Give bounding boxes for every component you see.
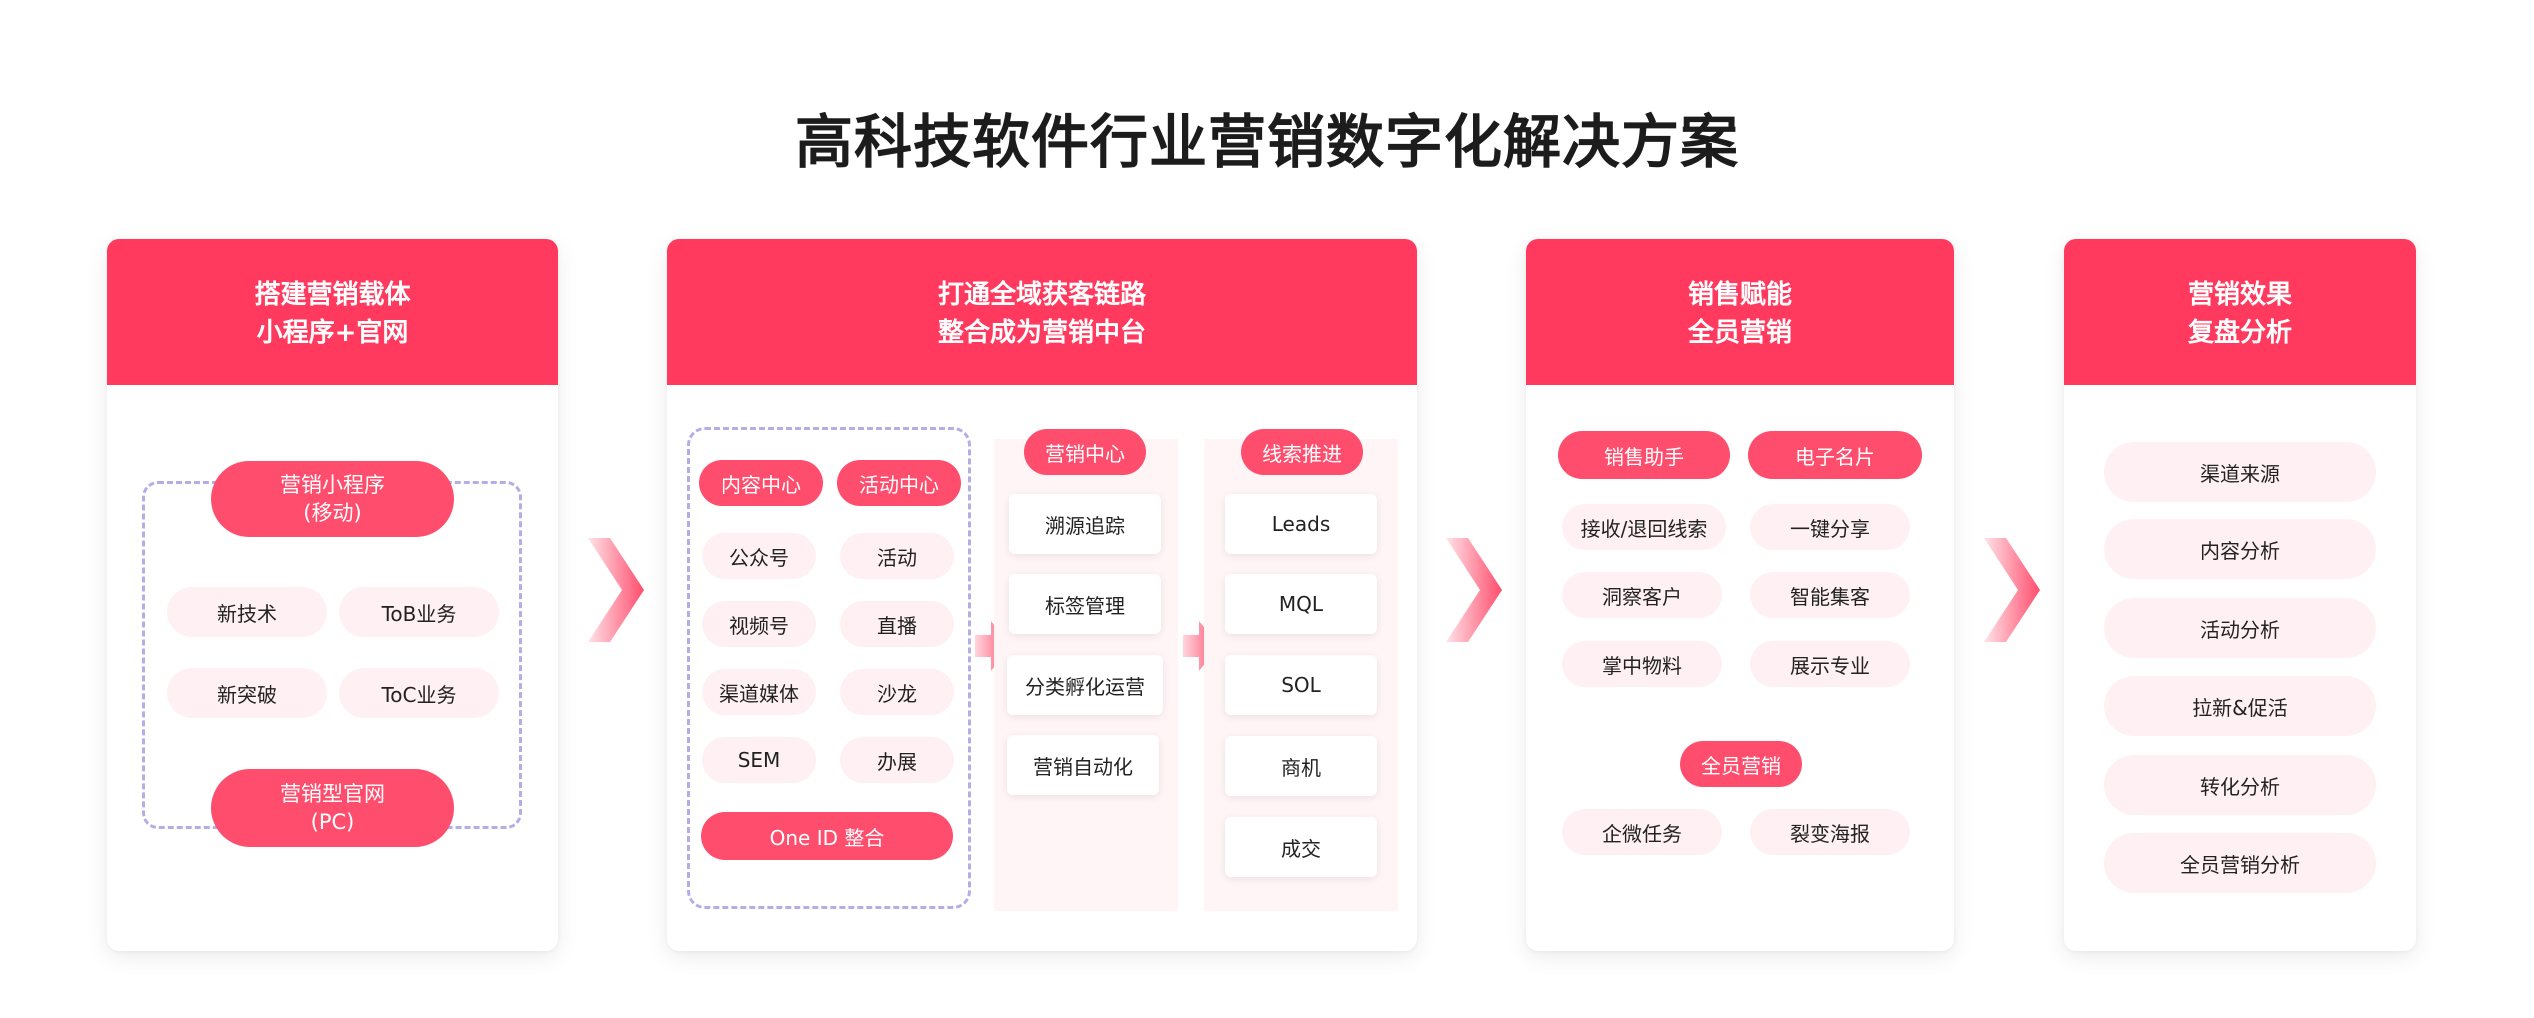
card-sales: 销售赋能 全员营销 销售助手 电子名片 接收/退回线索 一键分享 洞察客户 智能… [1526, 239, 1954, 951]
website-pill[interactable]: 营销型官网 (PC) [211, 769, 454, 847]
assistant-item: 掌中物料 [1562, 641, 1722, 687]
pill-line: 营销小程序 [280, 473, 385, 497]
tag-pill: 新技术 [167, 587, 327, 637]
pill-line: 营销型官网 [280, 782, 385, 806]
sales-assistant-pill[interactable]: 销售助手 [1558, 431, 1730, 479]
card-header: 搭建营销载体 小程序+官网 [107, 239, 558, 385]
tag-pill: 新突破 [167, 668, 327, 718]
marketing-item: 分类孵化运营 [1007, 655, 1163, 715]
card-item: 智能集客 [1750, 572, 1910, 618]
lead-item: 商机 [1225, 736, 1377, 796]
content-item: SEM [702, 737, 816, 783]
activity-item: 直播 [840, 601, 954, 647]
header-line: 小程序+官网 [256, 318, 409, 348]
business-card-pill[interactable]: 电子名片 [1748, 431, 1922, 479]
header-line: 营销效果 [2187, 280, 2292, 310]
marketing-center-pill[interactable]: 营销中心 [1024, 429, 1146, 475]
analysis-item: 拉新&促活 [2104, 676, 2376, 736]
activity-center-pill[interactable]: 活动中心 [837, 460, 961, 506]
marketing-item: 营销自动化 [1007, 735, 1159, 795]
all-staff-pill[interactable]: 全员营销 [1680, 741, 1802, 787]
chevron-right-arrow-icon [588, 538, 644, 642]
card-channel: 打通全域获客链路 整合成为营销中台 内容中心 活动中心 公众号 活动 视频号 直… [667, 239, 1417, 951]
content-item: 视频号 [702, 601, 816, 647]
card-item: 展示专业 [1750, 641, 1910, 687]
card-header: 销售赋能 全员营销 [1526, 239, 1954, 385]
lead-item: SOL [1225, 655, 1377, 715]
card-header: 打通全域获客链路 整合成为营销中台 [667, 239, 1417, 385]
content-item: 渠道媒体 [702, 669, 816, 715]
header-line: 销售赋能 [1687, 280, 1792, 310]
tag-pill: ToB业务 [339, 587, 499, 637]
activity-item: 办展 [840, 737, 954, 783]
analysis-item: 全员营销分析 [2104, 833, 2376, 893]
mini-program-pill[interactable]: 营销小程序 (移动) [211, 461, 454, 537]
marketing-item: 标签管理 [1009, 574, 1161, 634]
header-line: 整合成为营销中台 [937, 318, 1146, 348]
all-staff-item: 裂变海报 [1750, 809, 1910, 855]
activity-item: 沙龙 [840, 669, 954, 715]
analysis-item: 转化分析 [2104, 755, 2376, 815]
chevron-right-arrow-icon [1446, 538, 1502, 642]
content-item: 公众号 [702, 533, 816, 579]
pill-line: (PC) [310, 810, 355, 834]
chevron-right-arrow-icon [1984, 538, 2040, 642]
small-arrow-icon [1183, 621, 1219, 671]
card-analysis: 营销效果 复盘分析 渠道来源 内容分析 活动分析 拉新&促活 转化分析 全员营销… [2064, 239, 2416, 951]
analysis-item: 内容分析 [2104, 519, 2376, 579]
page-title: 高科技软件行业营销数字化解决方案 [794, 108, 1739, 176]
pill-line: (移动) [303, 501, 362, 525]
card-header: 营销效果 复盘分析 [2064, 239, 2416, 385]
header-line: 全员营销 [1687, 318, 1792, 348]
header-line: 打通全域获客链路 [937, 280, 1146, 310]
all-staff-item: 企微任务 [1562, 809, 1722, 855]
header-line: 搭建营销载体 [254, 280, 411, 310]
small-arrow-icon [975, 621, 1011, 671]
analysis-item: 活动分析 [2104, 598, 2376, 658]
analysis-item: 渠道来源 [2104, 442, 2376, 502]
lead-item: MQL [1225, 574, 1377, 634]
content-center-pill[interactable]: 内容中心 [699, 460, 823, 506]
lead-item: 成交 [1225, 817, 1377, 877]
card-carrier: 搭建营销载体 小程序+官网 营销小程序 (移动) 新技术 ToB业务 新突破 T… [107, 239, 558, 951]
lead-item: Leads [1225, 494, 1377, 554]
header-line: 复盘分析 [2187, 318, 2292, 348]
dashed-frame [687, 427, 971, 909]
lead-push-pill[interactable]: 线索推进 [1241, 429, 1363, 475]
one-id-pill[interactable]: One ID 整合 [701, 812, 953, 860]
assistant-item: 洞察客户 [1562, 572, 1722, 618]
assistant-item: 接收/退回线索 [1562, 504, 1726, 550]
activity-item: 活动 [840, 533, 954, 579]
marketing-item: 溯源追踪 [1009, 494, 1161, 554]
tag-pill: ToC业务 [339, 668, 499, 718]
card-item: 一键分享 [1750, 504, 1910, 550]
